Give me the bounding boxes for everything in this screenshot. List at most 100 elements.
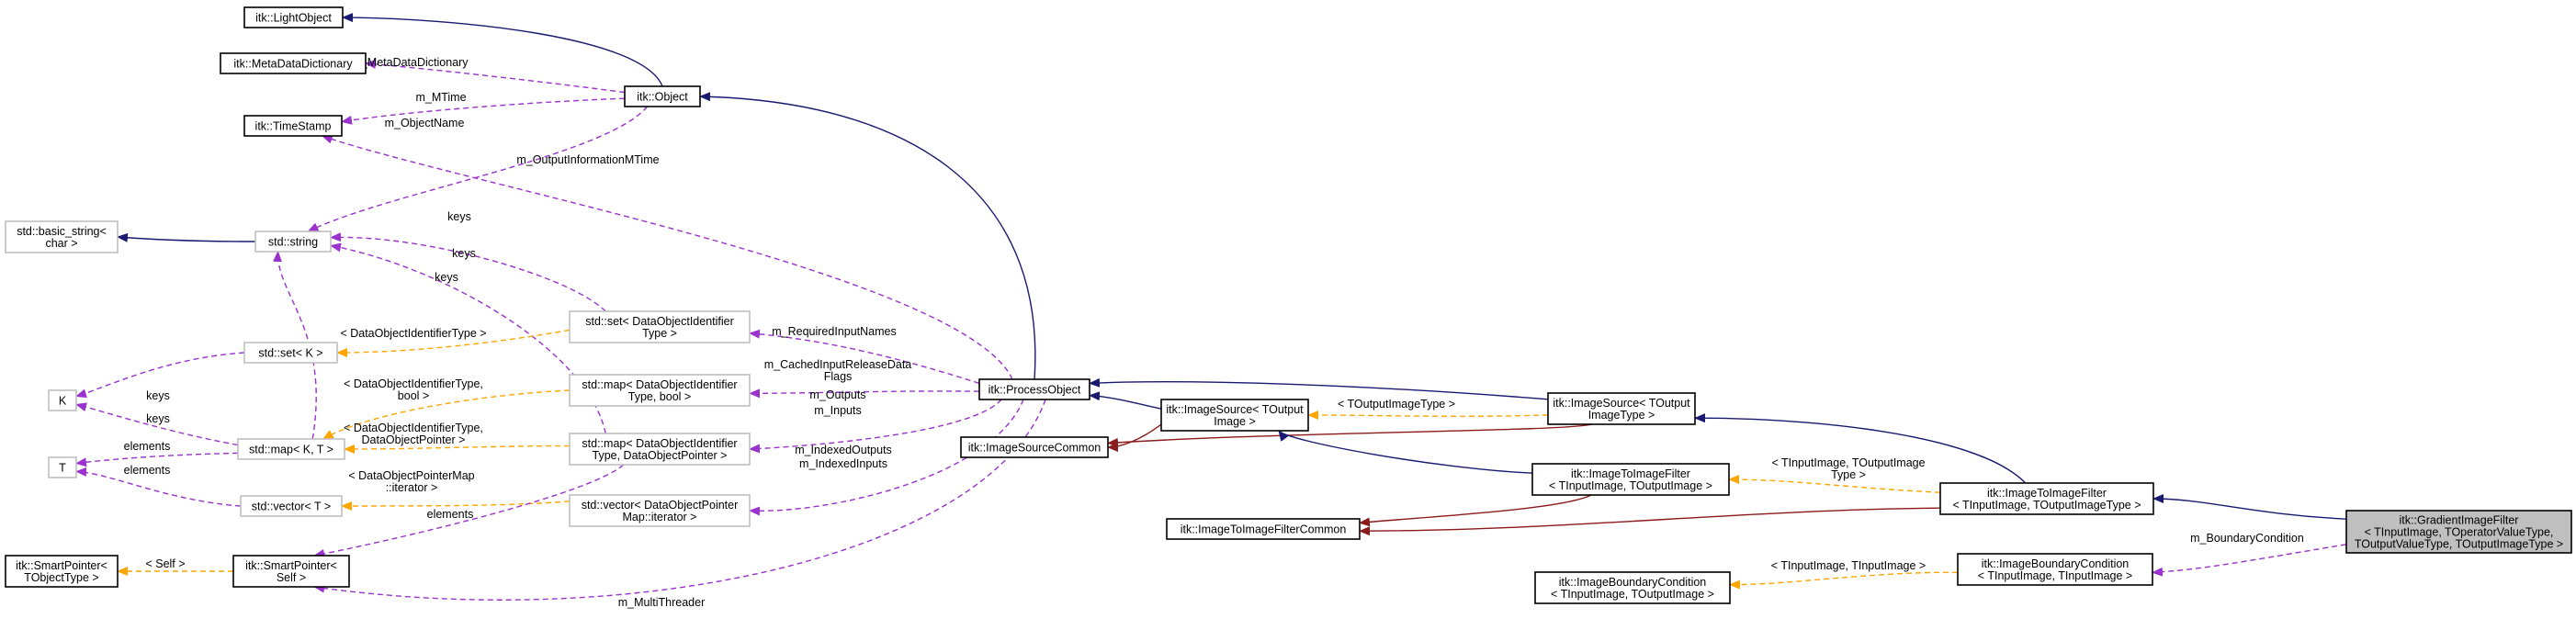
node-i2ifilter-a[interactable]: itk::ImageToImageFilter< TInputImage, TO…: [1531, 463, 1730, 496]
node-label: Type, DataObjectPointer >: [593, 449, 728, 462]
edge-processobject-mapdoidbool: [749, 388, 980, 399]
edge-mapkt-string: [273, 251, 317, 440]
edge-object-metadict: [365, 59, 626, 94]
edge-processobject-object: [699, 92, 1036, 380]
edge-gradient-bcb: [2152, 544, 2347, 577]
edge-label-tin-tout1: < TInputImage, TOutputImage: [1771, 456, 1925, 469]
edge-setdoid-string: [330, 232, 606, 312]
node-box: [1534, 571, 1731, 604]
edge-object-string: [307, 106, 649, 232]
node-bc-a[interactable]: itk::ImageBoundaryCondition< TInputImage…: [1534, 571, 1731, 604]
edge-mapkt-t: [75, 452, 239, 467]
edge-label-idxout: m_IndexedOutputs: [795, 444, 892, 456]
edge-mapdoidptr-mapkt: [344, 444, 571, 454]
node-box: [569, 374, 751, 407]
node-label: std::basic_string<: [17, 225, 107, 238]
node-mapdoid-ptr[interactable]: std::map< DataObjectIdentifierType, Data…: [569, 433, 751, 466]
node-bc-b[interactable]: itk::ImageBoundaryCondition< TInputImage…: [1957, 553, 2153, 586]
edge-i2ifiltera-imgsrcout: [1278, 430, 1533, 474]
node-label: Self >: [277, 571, 306, 584]
edge-label-doidbool1: < DataObjectIdentifierType,: [344, 377, 483, 390]
edge-label-keys1: keys: [447, 210, 471, 223]
node-metadict[interactable]: itk::MetaDataDictionary: [220, 52, 367, 74]
edge-label-inputs: m_Inputs: [814, 404, 861, 417]
node-basicstring[interactable]: std::basic_string<char >: [5, 220, 119, 253]
node-box: [1160, 399, 1309, 432]
edge-label-multithreader: m_MultiThreader: [618, 596, 705, 609]
node-smartptr-self[interactable]: itk::SmartPointer<Self >: [232, 555, 350, 588]
edge-object-lightobject: [342, 13, 663, 87]
node-imgsrc-outtype[interactable]: itk::ImageSource< TOutputImageType >: [1547, 392, 1696, 425]
edge-label-tin-tout2: Type >: [1831, 468, 1866, 481]
node-setk[interactable]: std::set< K >: [243, 342, 338, 364]
node-label: itk::ProcessObject: [989, 384, 1081, 397]
node-label: ImageType >: [1588, 409, 1655, 422]
node-imgsrc-out[interactable]: itk::ImageSource< TOutputImage >: [1160, 399, 1309, 432]
node-box: [569, 433, 751, 466]
node-processobject[interactable]: itk::ProcessObject: [978, 378, 1090, 400]
edge-vectorptrmap-vectort: [341, 501, 571, 511]
node-t[interactable]: T: [48, 456, 77, 478]
edge-imgsrcouttype-processobject: [1089, 377, 1549, 400]
node-label: Map::iterator >: [623, 511, 697, 523]
edge-label-objname: m_ObjectName: [385, 117, 465, 129]
node-label: itk::SmartPointer<: [245, 559, 337, 572]
edge-imgsrcouttype-imgsrcout: [1307, 411, 1549, 421]
edge-mapdoidptr-smartptr: [313, 464, 625, 558]
edge-label-keys4: keys: [146, 389, 170, 402]
edge-label-outputs: m_Outputs: [809, 388, 865, 401]
edge-imgsrcouttype-imgsrccommon: [1107, 423, 1593, 447]
node-vectort[interactable]: std::vector< T >: [240, 495, 343, 517]
edge-label-metadict: m_MetaDataDictionary: [351, 56, 469, 69]
node-box: [48, 456, 77, 478]
edge-label-ptrmapit1: < DataObjectPointerMap: [348, 469, 474, 482]
node-i2ifiltercommon[interactable]: itk::ImageToImageFilterCommon: [1166, 518, 1361, 540]
node-box: [232, 555, 350, 588]
node-box: [48, 389, 77, 411]
node-lightobject[interactable]: itk::LightObject: [243, 6, 344, 28]
node-box: [237, 438, 345, 460]
node-i2ifilter-b[interactable]: itk::ImageToImageFilter< TInputImage, TO…: [1939, 482, 2154, 515]
node-mapkt[interactable]: std::map< K, T >: [237, 438, 345, 460]
node-label: std::set< DataObjectIdentifier: [585, 315, 734, 328]
node-label: char >: [45, 237, 77, 250]
node-vectorptrmap[interactable]: std::vector< DataObjectPointerMap::itera…: [569, 494, 751, 527]
edge-label-cached2: Flags: [824, 370, 853, 383]
edge-i2ifilterb-imgsrcouttype: [1694, 413, 2027, 484]
edge-label-doidptr2: DataObjectPointer >: [362, 433, 466, 446]
edge-bcb-bca: [1729, 571, 1959, 590]
edge-label-doidtype: < DataObjectIdentifierType >: [340, 327, 486, 340]
edge-setdoid-setk: [336, 329, 571, 357]
edge-label-outinfo: m_OutputInformationMTime: [516, 153, 659, 166]
node-label: Image >: [1214, 415, 1256, 428]
node-imgsrccommon[interactable]: itk::ImageSourceCommon: [960, 436, 1109, 458]
node-k[interactable]: K: [48, 389, 77, 411]
node-label: std::map< DataObjectIdentifier: [582, 437, 737, 450]
node-string[interactable]: std::string: [254, 231, 332, 253]
node-object[interactable]: itk::Object: [624, 85, 701, 107]
node-mapdoid-bool[interactable]: std::map< DataObjectIdentifierType, bool…: [569, 374, 751, 407]
node-box: [1957, 553, 2153, 586]
node-smartptr-t[interactable]: itk::SmartPointer<TObjectType >: [5, 555, 119, 588]
node-label: itk::MetaDataDictionary: [233, 58, 353, 71]
edge-vectort-t: [75, 467, 242, 507]
edge-i2ifilterb-common: [1359, 507, 1941, 536]
node-setdoid[interactable]: std::set< DataObjectIdentifierType >: [569, 310, 751, 343]
edge-label-cached1: m_CachedInputReleaseData: [764, 358, 912, 371]
edge-label-keys2: keys: [452, 247, 476, 260]
edge-label-keys5: keys: [146, 412, 170, 425]
node-timestamp[interactable]: itk::TimeStamp: [243, 115, 343, 137]
node-box: [1166, 518, 1361, 540]
node-label: K: [59, 395, 67, 408]
node-box: [1939, 482, 2154, 515]
edge-label-self: < Self >: [145, 557, 185, 570]
node-label: itk::ImageBoundaryCondition: [1982, 557, 2130, 570]
node-label: itk::ImageToImageFilterCommon: [1181, 523, 1347, 536]
edge-label-mtime: m_MTime: [415, 91, 466, 104]
node-label: < TInputImage, TInputImage >: [1978, 569, 2132, 582]
node-box: [624, 85, 701, 107]
edge-mapdoidptr-string: [330, 242, 606, 434]
node-label: TObjectType >: [24, 571, 98, 584]
edge-label-elements1: elements: [124, 440, 171, 453]
node-box: [978, 378, 1090, 400]
